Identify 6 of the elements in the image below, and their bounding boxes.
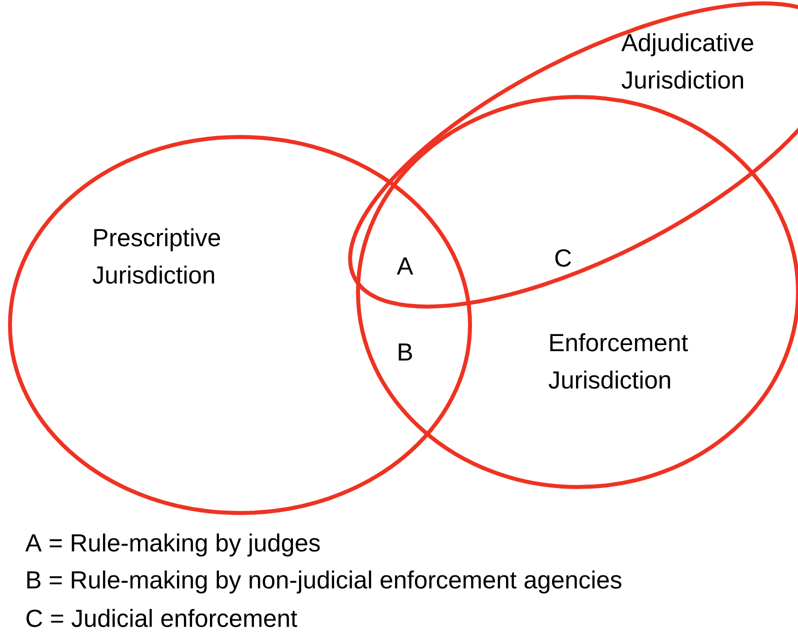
region-letter: B: [398, 344, 412, 360]
region-letter: C: [555, 249, 571, 267]
key-note: B = Rule-making by non-judicial enforcement agencies: [27, 570, 622, 594]
key-note: A = Rule-making by judges: [25, 534, 320, 556]
region-letter: A: [396, 258, 414, 274]
key-note: C = Judicial enforcement: [26, 608, 298, 628]
